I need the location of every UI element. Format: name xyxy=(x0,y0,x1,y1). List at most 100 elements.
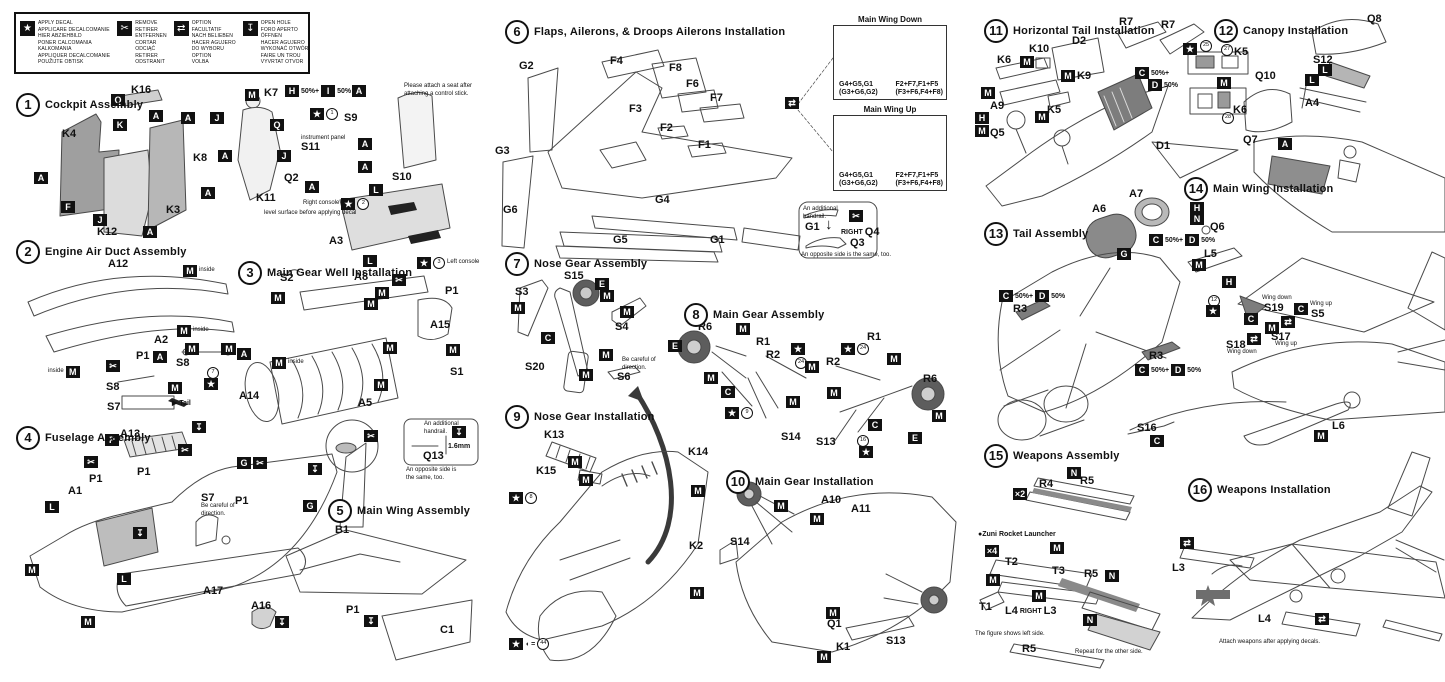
part-label: S20 xyxy=(525,361,545,373)
option-icon: ⇄ xyxy=(785,97,799,109)
badge-N: N xyxy=(1083,614,1097,626)
label: L xyxy=(1318,64,1332,76)
badge-M: M xyxy=(25,564,39,576)
part-label: K4 xyxy=(62,128,77,140)
badge-A: A xyxy=(149,110,163,122)
label: A xyxy=(237,348,251,360)
label: L xyxy=(117,573,131,585)
label: M xyxy=(25,564,39,576)
star-icon: ★ xyxy=(20,21,35,37)
label: S6 xyxy=(617,371,630,383)
badge-C: C xyxy=(1294,303,1308,315)
label: E xyxy=(668,340,682,352)
label: A xyxy=(218,150,232,162)
drill-icon: ↧ xyxy=(275,616,289,628)
part-label: A15 xyxy=(430,319,451,331)
label: M xyxy=(975,125,989,137)
badge-M: M xyxy=(805,361,819,373)
badge-M: M xyxy=(810,513,824,525)
label: J xyxy=(277,150,291,162)
part-label: R5 xyxy=(1084,568,1099,580)
part-label: F1 xyxy=(698,139,711,151)
label: L xyxy=(363,255,377,267)
small-text: 50%+ xyxy=(1165,236,1184,244)
label: P1 xyxy=(137,466,150,478)
label: M xyxy=(374,379,388,391)
badge-M: M xyxy=(271,292,285,304)
star-icon: ★ xyxy=(841,343,855,355)
label: M xyxy=(375,287,389,299)
label: ▶ Tail xyxy=(172,399,191,407)
label: K5 xyxy=(1234,46,1248,58)
part-label: R1 xyxy=(867,331,882,343)
label: Q8 xyxy=(1367,13,1382,25)
label: M xyxy=(1192,259,1206,271)
star-icon: ★ xyxy=(1206,305,1220,317)
label: M xyxy=(1265,322,1279,334)
label: R5 xyxy=(1022,643,1036,655)
label: J xyxy=(210,112,224,124)
part-label: S5 xyxy=(1311,308,1325,320)
badge-C: C xyxy=(1135,364,1149,376)
small-text: 50% xyxy=(337,87,352,95)
part-label: L3 xyxy=(1172,562,1185,574)
star-icon: ★ xyxy=(859,446,873,458)
label: M xyxy=(887,353,901,365)
label: H xyxy=(1190,202,1204,214)
label: ✂ xyxy=(178,444,192,456)
label: ★24 xyxy=(841,343,869,355)
badge-M: M xyxy=(374,379,388,391)
part-label: G3 xyxy=(495,145,510,157)
label: K4 xyxy=(62,128,76,140)
part-label: S9 xyxy=(344,112,358,124)
label: K8 xyxy=(193,152,207,164)
label: An additional handrail. xyxy=(803,206,838,221)
label: Be careful of direction. xyxy=(201,503,235,518)
part-label: S1 xyxy=(450,366,464,378)
small-text: 50%+ xyxy=(301,87,320,95)
star-icon: ★ xyxy=(1183,43,1197,55)
part-label: A13 xyxy=(120,428,141,440)
label: S11 xyxy=(301,141,320,153)
badge-M: M xyxy=(579,474,593,486)
star-icon: ★ xyxy=(310,108,324,120)
label: Q3 xyxy=(850,237,865,249)
note-text: Please attach a seat after attaching a c… xyxy=(404,83,473,97)
drill-icon: ↧ xyxy=(364,615,378,627)
badge-D: D xyxy=(1035,290,1050,302)
badge-M: M xyxy=(817,651,831,663)
label: S14 xyxy=(781,431,801,443)
label: S5 xyxy=(1311,308,1324,320)
label: K12 xyxy=(97,226,117,238)
part-label: R7 xyxy=(1119,16,1134,28)
note-text: Attach weapons after applying decals. xyxy=(1219,639,1321,645)
part-label: S8 xyxy=(176,357,190,369)
part-label: S17 xyxy=(1271,331,1291,343)
label: P1 xyxy=(136,350,149,362)
label: 25 xyxy=(1200,40,1212,52)
label: P1 xyxy=(346,604,359,616)
badge-M: M xyxy=(511,302,525,314)
badge-M: M xyxy=(774,500,788,512)
label: R3 xyxy=(1013,303,1027,315)
badge-A: A xyxy=(358,138,372,150)
label: M xyxy=(1050,542,1064,554)
star-icon: ★ xyxy=(725,407,739,419)
label: S13 xyxy=(816,436,836,448)
label: M xyxy=(271,292,285,304)
small-text: ●Zuni Rocket Launcher xyxy=(978,531,1056,538)
label: S16 xyxy=(1137,422,1157,434)
part-label: A3 xyxy=(329,235,344,247)
part-label: G4 xyxy=(655,194,670,206)
label: G1 xyxy=(710,234,725,246)
part-label: G2 xyxy=(519,60,534,72)
part-label: K3 xyxy=(166,204,181,216)
